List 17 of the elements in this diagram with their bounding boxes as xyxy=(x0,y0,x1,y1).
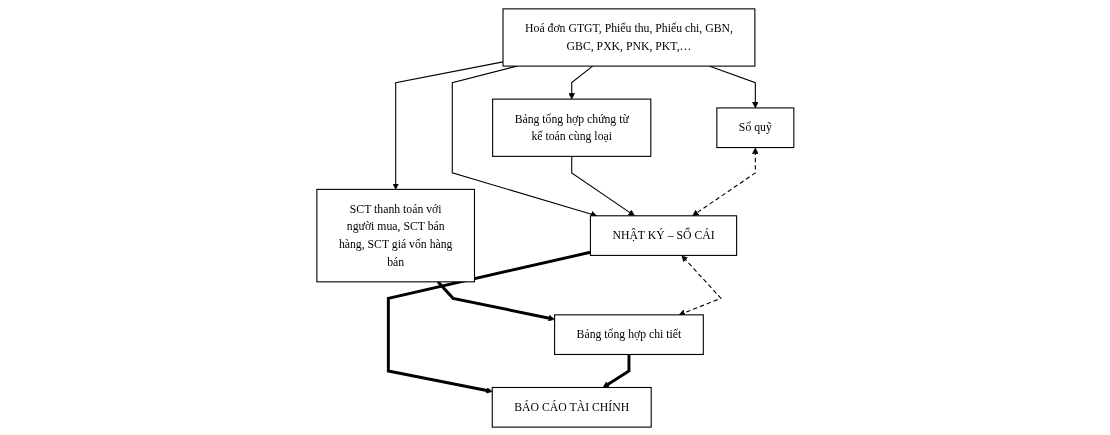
arrow xyxy=(386,250,591,394)
arrow xyxy=(570,155,635,216)
arrow xyxy=(691,147,759,216)
arrow xyxy=(678,254,722,316)
node-box: SCT thanh toán với người mua, SCT bán hàng, SCT giá vốn hàng bán xyxy=(315,188,475,282)
arrow xyxy=(392,60,504,190)
node-box: Hoá đơn GTGT, Phiếu thu, Phiếu chi, GBN, GBC, PXK, PNK, PKT,… xyxy=(502,7,756,67)
arrow xyxy=(451,65,597,217)
node-box: Bảng tổng hợp chứng từ kế toán cùng loại xyxy=(491,98,651,157)
node-box: Sổ quỹ xyxy=(715,106,794,148)
arrow xyxy=(436,280,555,321)
arrow xyxy=(602,353,631,388)
arrow xyxy=(708,65,759,108)
node-box: Bảng tổng hợp chi tiết xyxy=(553,313,704,355)
arrow xyxy=(568,65,593,99)
node-box: NHẬT KÝ – SỔ CÁI xyxy=(589,214,737,256)
node-box: BÁO CÁO TÀI CHÍNH xyxy=(491,386,652,428)
